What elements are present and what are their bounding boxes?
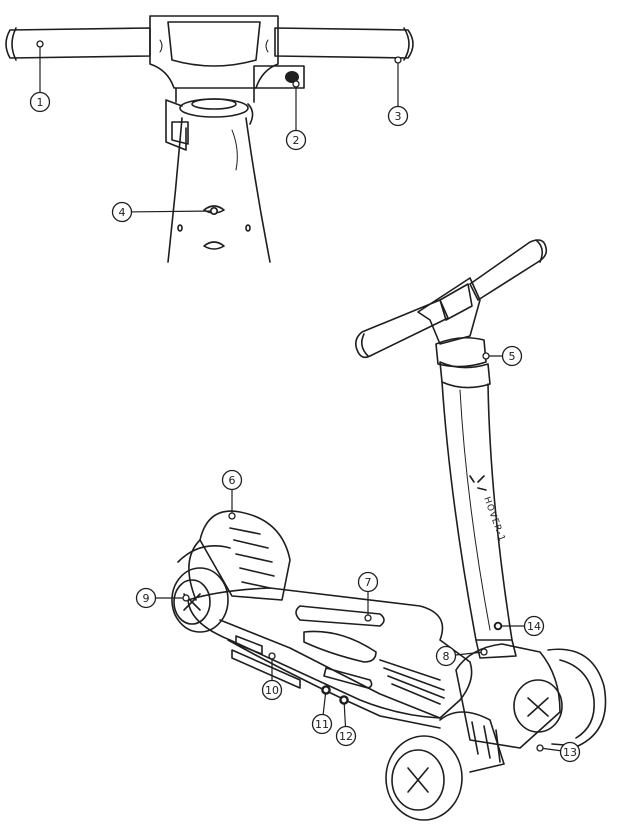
- callout-circle: [285, 129, 307, 151]
- main-clamp: [435, 336, 487, 368]
- front-left-hub-icon: [407, 767, 429, 793]
- stem-brand-text: HOVER-1: [481, 496, 507, 544]
- deck-logo-plate: [303, 630, 377, 663]
- stem-logo: HOVER-1: [469, 475, 507, 544]
- callout-target-dot: [292, 80, 300, 88]
- callout-circle: [261, 679, 283, 701]
- callout-3: 3: [387, 56, 409, 127]
- callout-number: 14: [527, 620, 541, 633]
- callout-number: 9: [143, 592, 150, 605]
- clamp-collar: [179, 98, 249, 118]
- callout-8: 8: [435, 645, 488, 667]
- callout-circle: [311, 713, 333, 735]
- front-left-wheel: [385, 735, 463, 821]
- callout-9: 9: [135, 587, 190, 609]
- callout-10: 10: [261, 652, 283, 701]
- stem-right-edge: [245, 117, 271, 263]
- callout-circle: [111, 201, 133, 223]
- callout-circle: [523, 615, 545, 637]
- callout-target-dot: [480, 648, 488, 656]
- callout-1: 1: [29, 40, 51, 113]
- callout-number: 4: [119, 206, 126, 219]
- callout-circle: [29, 91, 51, 113]
- callout-circle: [135, 587, 157, 609]
- callout-target-dot: [394, 56, 402, 64]
- callout-number: 3: [395, 110, 402, 123]
- callout-number: 13: [563, 746, 577, 759]
- deck-grip-slot: [295, 605, 385, 627]
- front-wheel-hub-icon: [527, 697, 549, 717]
- height-button-housing: [253, 65, 305, 89]
- callout-target-dot: [210, 207, 218, 215]
- left-grip: [5, 27, 151, 59]
- callout-target-dot: [182, 594, 190, 602]
- rear-fender-brake: [199, 510, 291, 601]
- main-left-grip: [354, 299, 449, 359]
- callout-7: 7: [357, 571, 379, 622]
- callout-target-dot: [482, 352, 490, 360]
- callout-target-dot: [340, 696, 348, 704]
- stem-left-edge: [167, 117, 183, 263]
- t-joint-window: [167, 21, 261, 67]
- callout-number: 1: [37, 96, 44, 109]
- right-grip: [274, 27, 414, 59]
- callout-circle: [501, 345, 523, 367]
- callout-number: 12: [339, 730, 353, 743]
- main-t-joint: [417, 277, 481, 345]
- deck-side: [227, 639, 441, 729]
- front-right-wheel: [547, 648, 607, 747]
- callout-circle: [387, 105, 409, 127]
- scooter-body: HOVER-1: [171, 239, 607, 821]
- callout-circle: [357, 571, 379, 593]
- callout-target-dot: [536, 744, 544, 752]
- callout-number: 2: [293, 134, 300, 147]
- clamp-lever: [165, 99, 187, 151]
- handlebar-detail: [5, 15, 414, 263]
- main-right-grip: [469, 239, 548, 301]
- front-grille: [471, 721, 501, 763]
- callout-12: 12: [335, 696, 357, 747]
- callout-target-dot: [36, 40, 44, 48]
- callout-target-dot: [322, 686, 330, 694]
- callout-number: 8: [443, 650, 450, 663]
- deck-treads: [379, 659, 445, 705]
- callout-circle: [221, 469, 243, 491]
- callout-leader-line: [121, 210, 215, 213]
- callout-13: 13: [536, 741, 581, 763]
- callout-target-dot: [364, 614, 372, 622]
- callout-circle: [559, 741, 581, 763]
- callout-number: 11: [315, 718, 329, 731]
- callout-number: 6: [229, 474, 236, 487]
- right-grip-cap: [403, 27, 410, 61]
- logo-mark-icon: [469, 475, 487, 491]
- left-grip-cap: [11, 27, 17, 61]
- callout-circle: [435, 645, 457, 667]
- front-wheel-assembly: [385, 643, 607, 821]
- main-stem-left: [441, 381, 477, 641]
- callout-4: 4: [111, 201, 218, 223]
- front-fork-housing: [455, 643, 561, 749]
- callout-11: 11: [311, 686, 333, 735]
- callout-number: 7: [365, 576, 372, 589]
- height-adjust-button: [285, 71, 299, 83]
- callout-6: 6: [221, 469, 243, 520]
- callout-5: 5: [482, 345, 523, 367]
- rear-wheel: [171, 567, 229, 633]
- callout-circle: [335, 725, 357, 747]
- callout-14: 14: [494, 615, 545, 637]
- callout-target-dot: [494, 622, 502, 630]
- callout-target-dot: [228, 512, 236, 520]
- rear-wheel-far: [177, 545, 231, 563]
- callout-number: 5: [509, 350, 516, 363]
- main-stem-right: [487, 383, 513, 641]
- callout-target-dot: [268, 652, 276, 660]
- deck: [187, 587, 473, 719]
- callout-number: 10: [265, 684, 279, 697]
- brake-ridges: [229, 527, 275, 589]
- callout-2: 2: [285, 80, 307, 151]
